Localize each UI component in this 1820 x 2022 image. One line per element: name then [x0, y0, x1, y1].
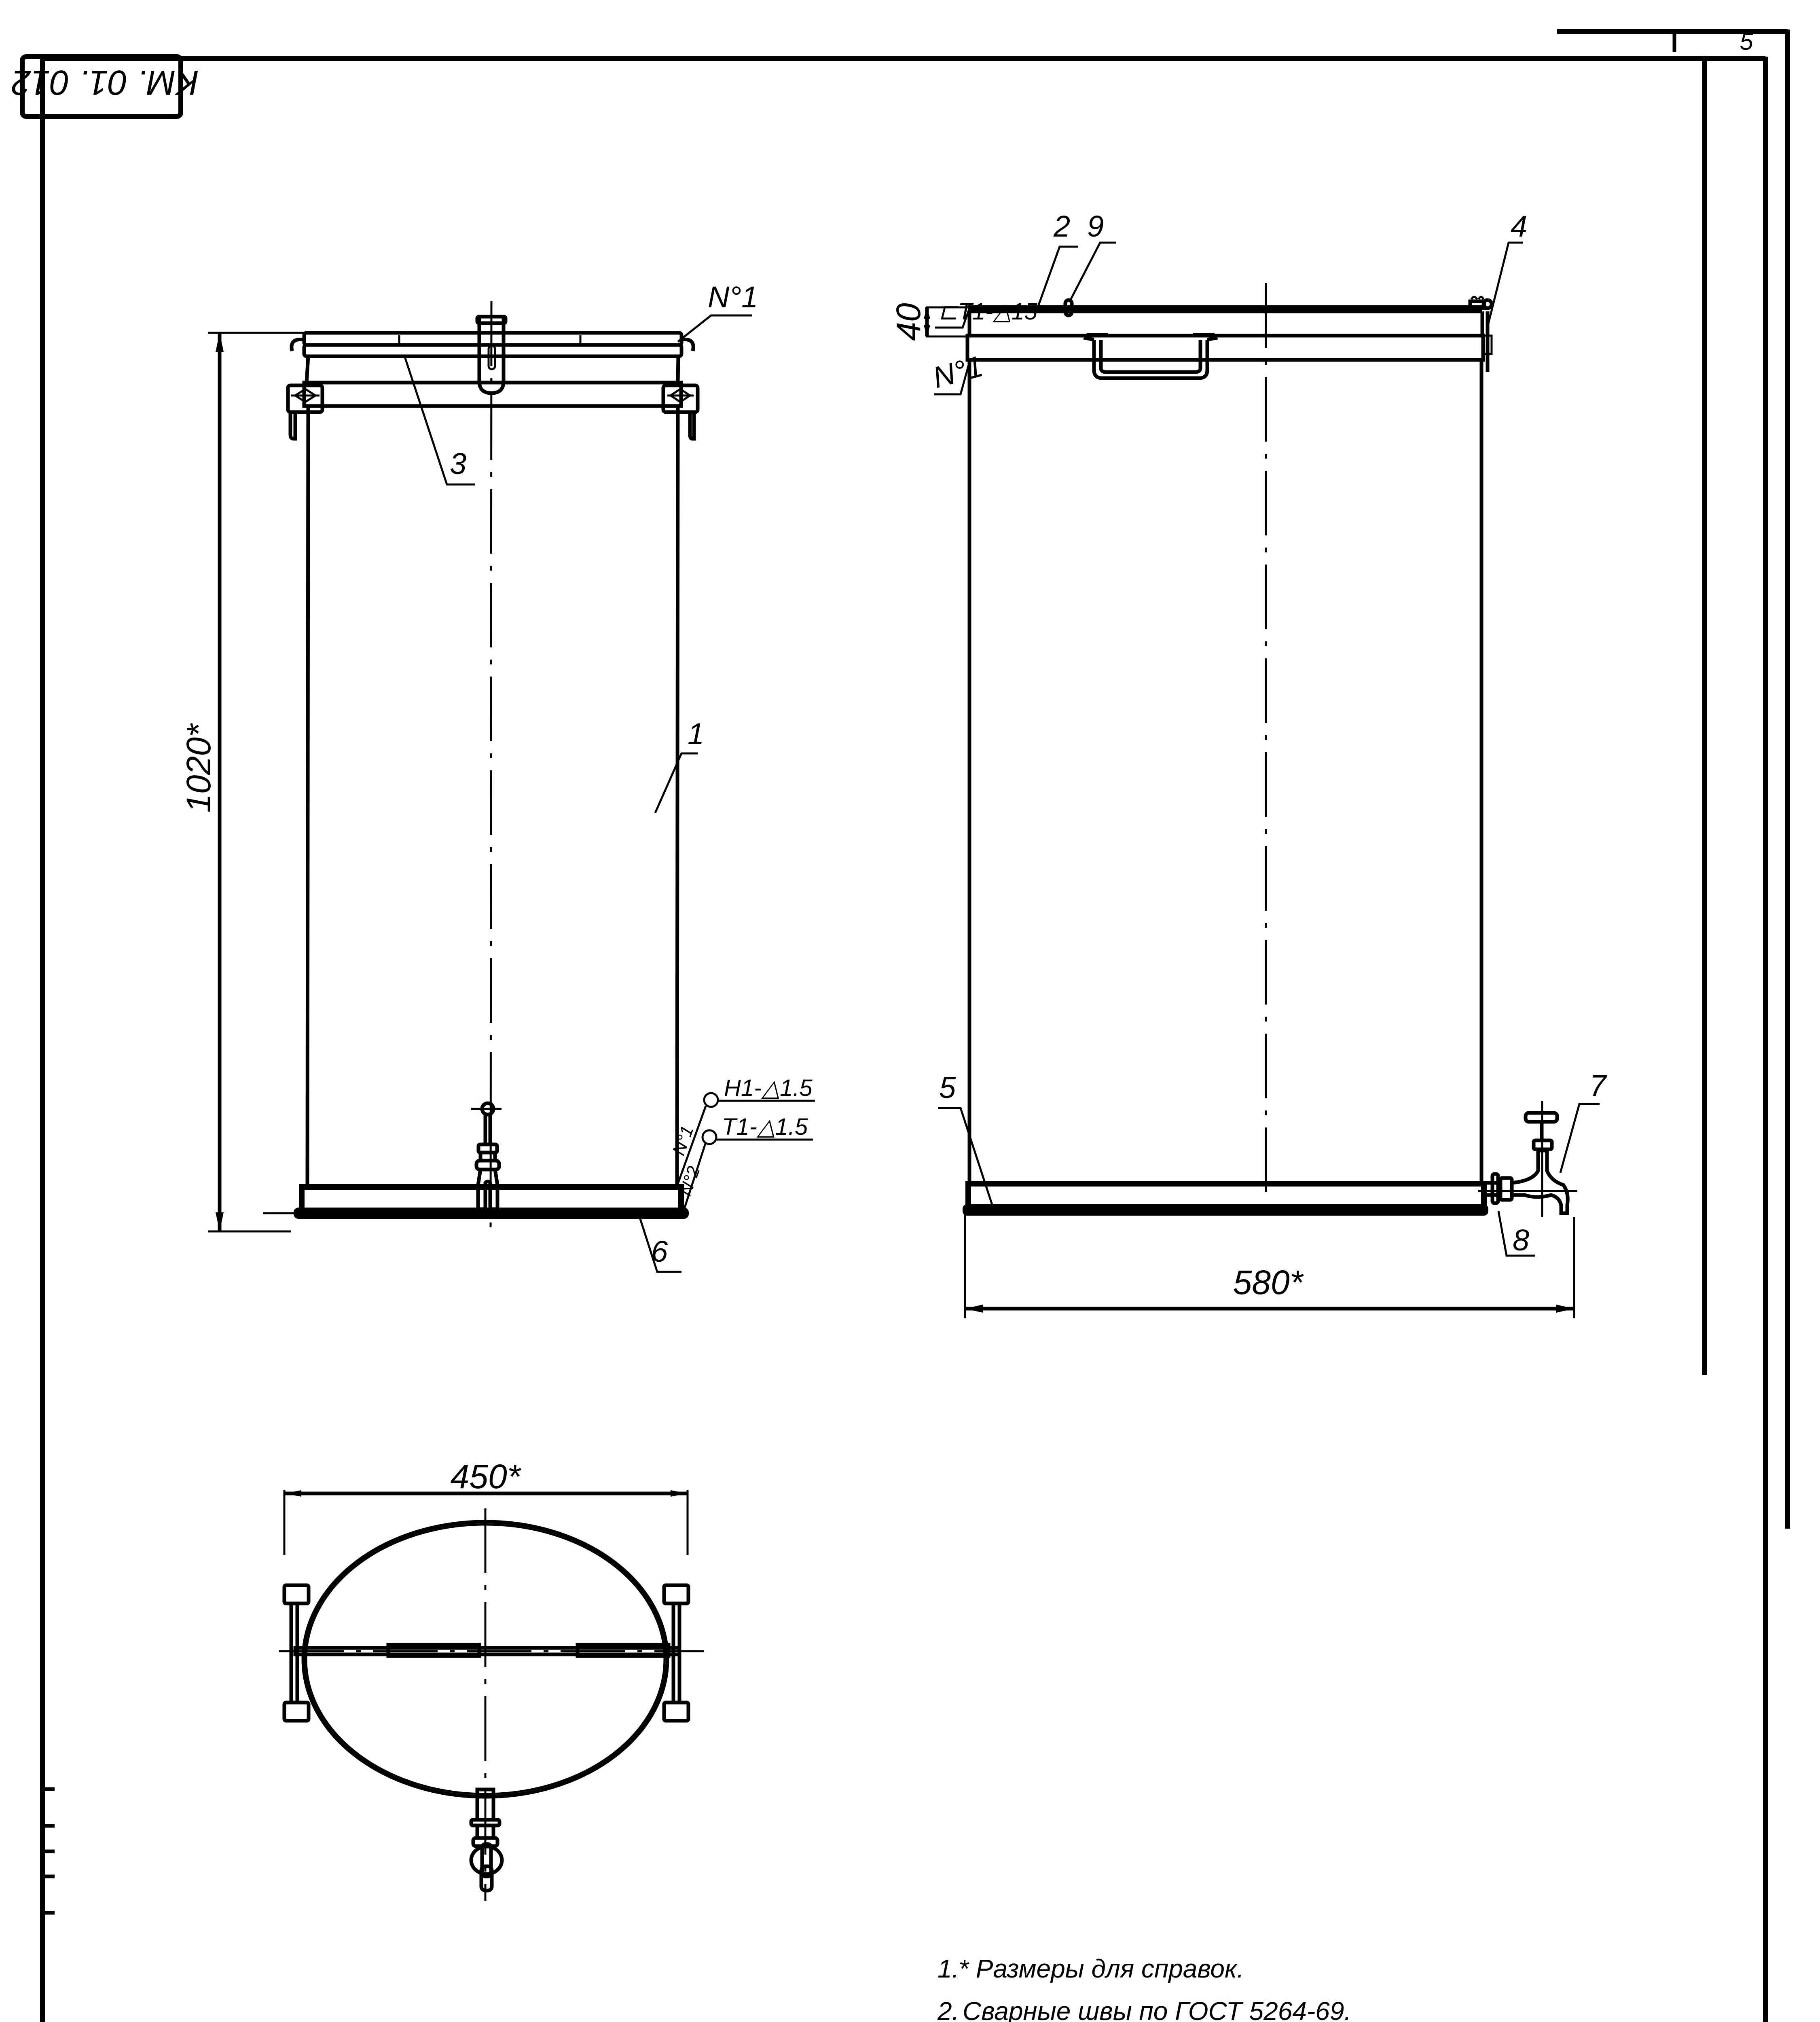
front-view: 1020* [180, 280, 815, 1273]
weld-spec-1: H1-△1.5 [724, 1075, 813, 1101]
callout-1: 1 [688, 717, 704, 751]
page-number: 5 [1740, 28, 1753, 55]
callout-5: 5 [939, 1071, 956, 1104]
callout-4: 4 [1511, 209, 1527, 243]
side-view: 40 ⊏T1-△15 [889, 209, 1607, 1318]
weld-spec-2: T1-△1.5 [722, 1114, 808, 1140]
plan-view: 450* [279, 1457, 704, 1901]
weld-mark-top: N°1 [708, 280, 758, 314]
corner-stamp-text: KM. 01. 012 [11, 63, 199, 102]
callout-7: 7 [1589, 1069, 1607, 1102]
callout-2: 2 [1053, 209, 1070, 243]
note-2-number: 2. [937, 1997, 959, 2022]
lid-dimension: 40 [889, 303, 927, 341]
diameter-dimension: 450* [451, 1457, 521, 1495]
note-1-text: * Размеры для справок. [959, 1954, 1244, 1983]
side-weld-mark: N°1 [929, 349, 986, 394]
callout-6: 6 [651, 1235, 668, 1268]
corner-stamp: KM. 01. 012 [11, 54, 199, 119]
callout-9: 9 [1087, 209, 1104, 243]
callout-8: 8 [1513, 1223, 1529, 1257]
weld-mark-2: N°2 [675, 1163, 704, 1198]
note-1-number: 1. [938, 1954, 959, 1983]
height-dimension: 1020* [180, 723, 218, 813]
callout-3: 3 [450, 447, 466, 480]
note-2-text: Сварные швы по ГОСТ 5264-69. [963, 1997, 1351, 2022]
notes: 1. * Размеры для справок. 2. Сварные швы… [937, 1954, 1351, 2022]
width-dimension: 580* [1233, 1263, 1304, 1301]
weld-mark-1: N°1 [669, 1123, 697, 1158]
sheet-frame [40, 29, 1790, 2022]
